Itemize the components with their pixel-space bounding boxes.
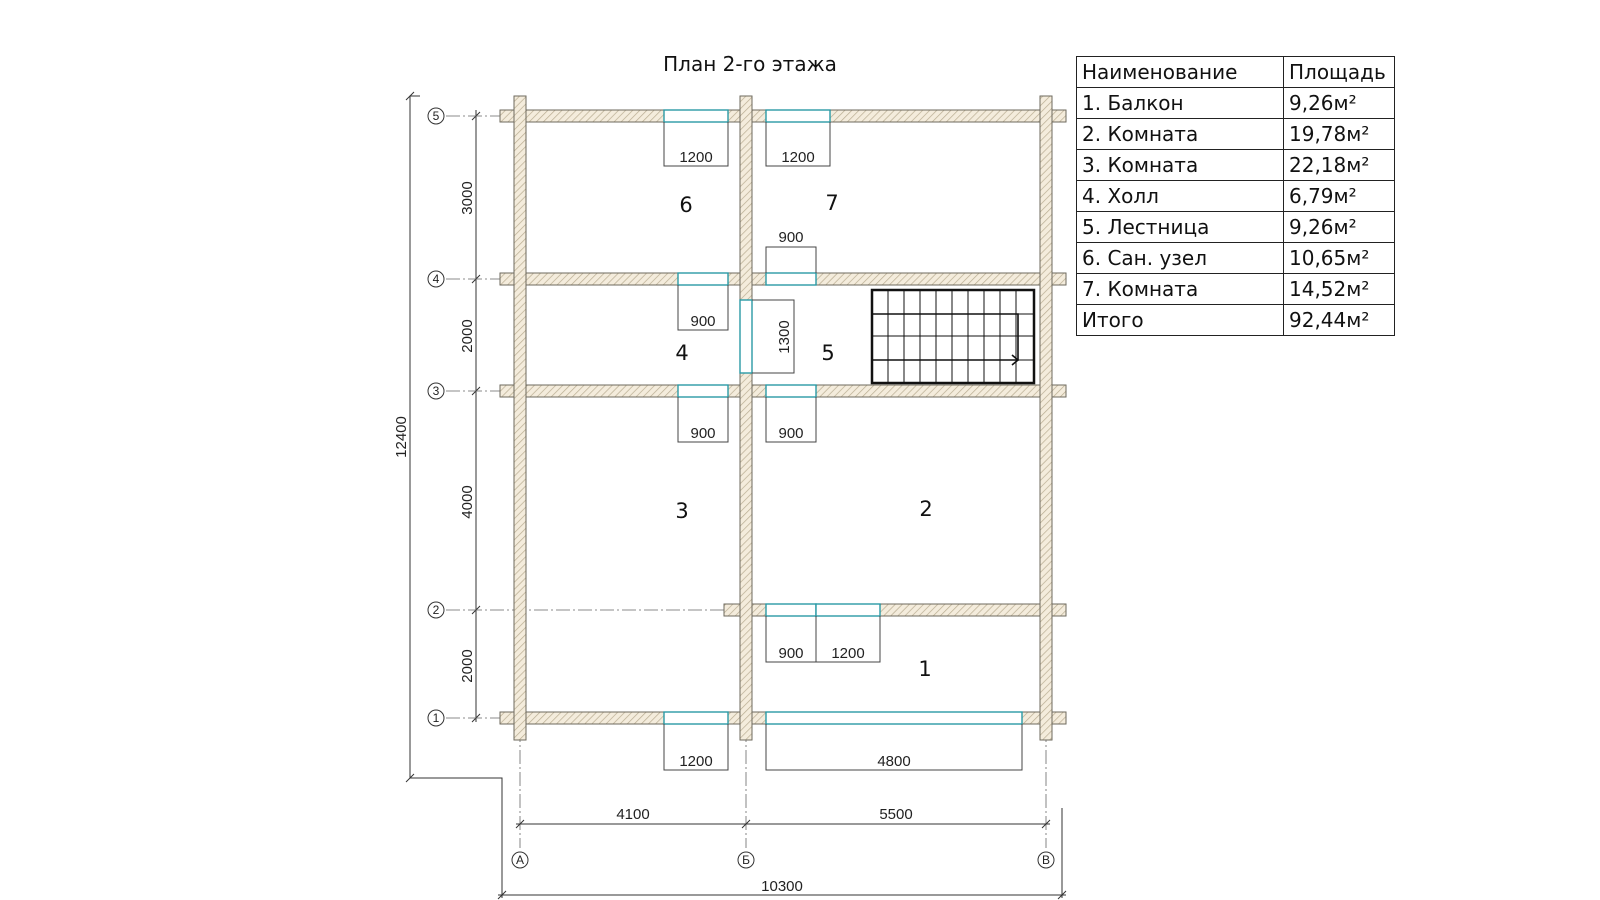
row-area: 9,26м² — [1283, 87, 1395, 119]
col-span-dimension — [515, 819, 1051, 829]
door-room3 — [677, 384, 729, 398]
dim-door-room6: 900 — [690, 313, 715, 330]
window-room7 — [765, 109, 831, 123]
dim-door-room7: 900 — [778, 229, 803, 246]
table-row: 4. Холл 6,79м² — [1076, 180, 1395, 212]
balcony-railing — [765, 711, 1023, 725]
axis-label-1: 1 — [433, 711, 440, 725]
opening-dimension-brackets — [663, 122, 1023, 771]
area-table: Наименование Площадь 1. Балкон 9,26м² 2.… — [1076, 56, 1395, 336]
row-name: 3. Комната — [1076, 149, 1284, 181]
room-label-5: 5 — [821, 341, 834, 365]
dim-window-room3-bottom: 1200 — [679, 753, 712, 770]
wall-axis-a — [513, 95, 527, 741]
axis-marker-labels: 1 2 3 4 5 А Б В — [433, 109, 1050, 867]
wall-axis-b — [739, 95, 753, 741]
axis-marker-a — [511, 851, 529, 869]
header-name: Наименование — [1076, 56, 1284, 88]
table-row: 7. Комната 14,52м² — [1076, 273, 1395, 305]
dim-balcony-railing: 4800 — [877, 753, 910, 770]
dim-total-height: 12400 — [393, 416, 410, 458]
axis-marker-2 — [427, 601, 445, 619]
axis-marker-v — [1037, 851, 1055, 869]
openings — [663, 109, 1023, 725]
dim-span-b-v: 5500 — [879, 806, 912, 823]
dim-span-1-2: 2000 — [459, 649, 476, 682]
total-area: 92,44м² — [1283, 304, 1395, 336]
table-row: 5. Лестница 9,26м² — [1076, 211, 1395, 243]
total-name: Итого — [1076, 304, 1284, 336]
wall-axis-v — [1039, 95, 1053, 741]
dim-door-hall-stair: 1300 — [776, 320, 793, 353]
axis-label-a: А — [516, 853, 524, 867]
window-room3-bottom — [663, 711, 729, 725]
dim-door-room2: 900 — [778, 425, 803, 442]
total-row: Итого 92,44м² — [1076, 304, 1395, 336]
table-row: 6. Сан. узел 10,65м² — [1076, 242, 1395, 274]
row-name: 1. Балкон — [1076, 87, 1284, 119]
row-name: 5. Лестница — [1076, 211, 1284, 243]
window-balcony — [815, 603, 881, 617]
walls — [499, 95, 1067, 741]
table-row: 1. Балкон 9,26м² — [1076, 87, 1395, 119]
row-area: 10,65м² — [1283, 242, 1395, 274]
stair-arrow — [872, 313, 1019, 361]
door-hall-stair — [739, 299, 753, 374]
row-area: 9,26м² — [1283, 211, 1395, 243]
table-row: 2. Комната 19,78м² — [1076, 118, 1395, 150]
dim-window-room7: 1200 — [781, 149, 814, 166]
door-balcony — [765, 603, 817, 617]
axis-marker-4 — [427, 270, 445, 288]
dim-door-balcony: 900 — [778, 645, 803, 662]
room-label-6: 6 — [679, 193, 692, 217]
axis-marker-5 — [427, 107, 445, 125]
header-area: Площадь — [1283, 56, 1395, 88]
area-table-header: Наименование Площадь — [1076, 56, 1395, 88]
axis-marker-b — [737, 851, 755, 869]
dim-total-width: 10300 — [761, 878, 803, 895]
dim-window-balcony: 1200 — [831, 645, 864, 662]
axis-label-b: Б — [742, 853, 750, 867]
axis-label-4: 4 — [433, 272, 440, 286]
row-area: 6,79м² — [1283, 180, 1395, 212]
dim-span-2-3: 4000 — [459, 485, 476, 518]
row-name: 4. Холл — [1076, 180, 1284, 212]
room-label-7: 7 — [825, 191, 838, 215]
dim-span-4-5: 3000 — [459, 181, 476, 214]
axis-markers — [427, 107, 1055, 869]
row-area: 22,18м² — [1283, 149, 1395, 181]
row-area: 14,52м² — [1283, 273, 1395, 305]
staircase — [870, 288, 1036, 385]
axis-label-5: 5 — [433, 109, 440, 123]
door-room6 — [677, 272, 729, 286]
axis-label-3: 3 — [433, 384, 440, 398]
room-labels: 1 2 3 4 5 6 7 — [675, 191, 932, 681]
room-label-4: 4 — [675, 341, 688, 365]
table-row: 3. Комната 22,18м² — [1076, 149, 1395, 181]
door-room2 — [765, 384, 817, 398]
row-name: 2. Комната — [1076, 118, 1284, 150]
dim-door-room3: 900 — [690, 425, 715, 442]
row-name: 6. Сан. узел — [1076, 242, 1284, 274]
row-area: 19,78м² — [1283, 118, 1395, 150]
stair-arrowhead — [1011, 354, 1020, 366]
room-label-2: 2 — [919, 497, 932, 521]
axis-marker-1 — [427, 709, 445, 727]
plan-title: План 2-го этажа — [663, 52, 837, 76]
room-label-1: 1 — [918, 657, 931, 681]
overall-dimension-lines — [405, 91, 1067, 900]
window-room6 — [663, 109, 729, 123]
axis-label-v: В — [1042, 853, 1050, 867]
axis-marker-3 — [427, 382, 445, 400]
axis-label-2: 2 — [433, 603, 440, 617]
door-room7 — [765, 272, 817, 286]
dim-span-3-4: 2000 — [459, 319, 476, 352]
dimension-labels: 1200 1200 900 900 1300 900 900 900 1200 … — [393, 149, 913, 895]
room-label-3: 3 — [675, 499, 688, 523]
dim-window-room6: 1200 — [679, 149, 712, 166]
row-name: 7. Комната — [1076, 273, 1284, 305]
dim-span-a-b: 4100 — [616, 806, 649, 823]
